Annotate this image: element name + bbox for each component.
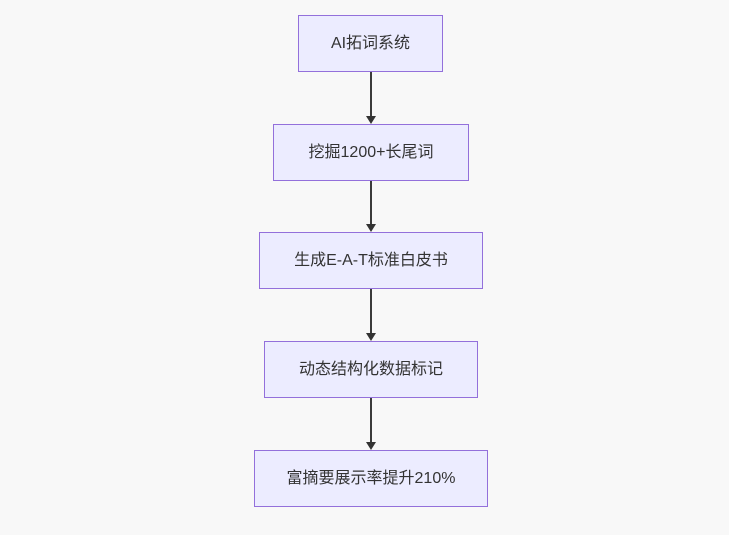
arrowhead-down-icon [366,224,376,232]
flowchart-node-rich-snippet-result: 富摘要展示率提升210% [254,450,488,507]
edge-line [370,289,372,333]
flowchart-edge-1 [365,72,377,124]
node-label: 富摘要展示率提升210% [286,469,456,487]
node-label: 挖掘1200+长尾词 [308,143,434,161]
arrowhead-down-icon [366,442,376,450]
flowchart-node-ai-word-system: AI拓词系统 [298,15,443,72]
edge-line [370,181,372,224]
node-label: AI拓词系统 [330,34,411,52]
edge-line [370,72,372,116]
flowchart-node-longtail-mining: 挖掘1200+长尾词 [273,124,469,181]
edge-line [370,398,372,442]
flowchart-edge-3 [365,289,377,341]
flowchart-edge-2 [365,181,377,232]
flowchart-node-structured-data: 动态结构化数据标记 [264,341,478,398]
arrowhead-down-icon [366,116,376,124]
flowchart-edge-4 [365,398,377,450]
flowchart-node-eat-whitepaper: 生成E-A-T标准白皮书 [259,232,483,289]
node-label: 生成E-A-T标准白皮书 [294,251,448,269]
node-label: 动态结构化数据标记 [298,360,443,378]
arrowhead-down-icon [366,333,376,341]
